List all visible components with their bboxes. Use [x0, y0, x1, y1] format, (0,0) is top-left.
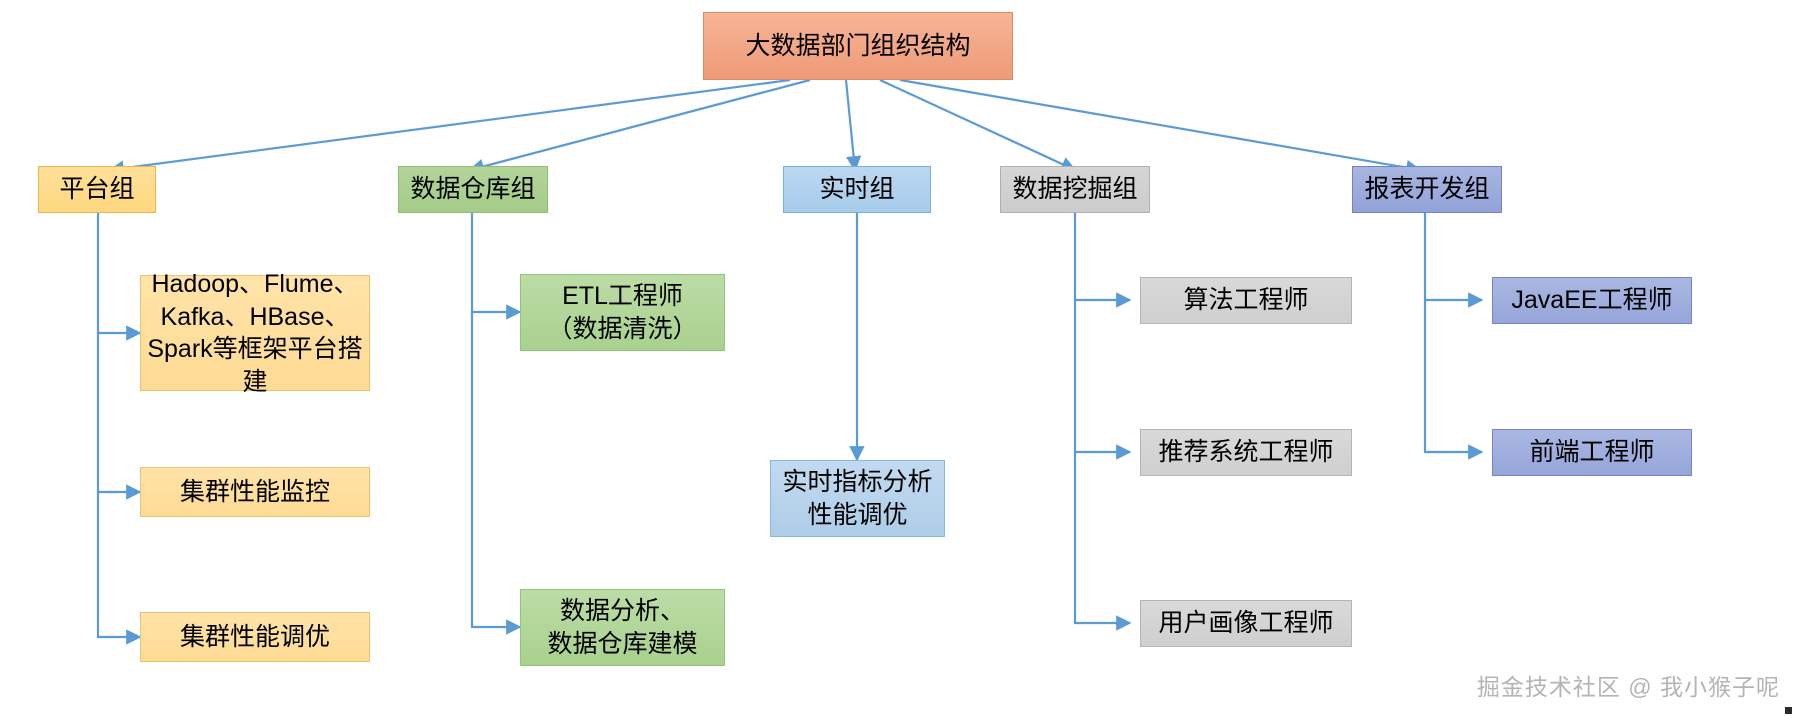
child-node-data-warehouse-1-label: ETL工程师 （数据清洗）: [547, 282, 698, 343]
child-node-data-mining-3-label: 用户画像工程师: [1158, 609, 1334, 638]
connector-root-to-platform: [108, 78, 791, 176]
group-node-data-warehouse-label: 数据仓库组: [410, 175, 536, 204]
watermark-text: 掘金技术社区 @ 我小猴子呢: [1476, 674, 1780, 700]
child-node-data-warehouse-2[interactable]: 数据分析、 数据仓库建模: [520, 589, 725, 666]
connector-root-to-datamining: [879, 79, 1077, 172]
child-node-report-dev-2-label: 前端工程师: [1529, 438, 1655, 467]
connector-root-to-realtime: [844, 79, 862, 172]
group-node-realtime-label: 实时组: [819, 175, 895, 204]
connector-datawarehouse-to-child-2: [470, 312, 522, 635]
root-node[interactable]: 大数据部门组织结构: [703, 12, 1013, 80]
child-node-platform-1-label: Hadoop、Flume、 Kafka、HBase、 Spark等框架平台搭建: [147, 270, 363, 396]
group-node-data-mining-label: 数据挖掘组: [1012, 175, 1138, 204]
child-node-data-mining-2[interactable]: 推荐系统工程师: [1140, 429, 1352, 476]
child-node-platform-1[interactable]: Hadoop、Flume、 Kafka、HBase、 Spark等框架平台搭建: [140, 270, 370, 396]
root-node-label: 大数据部门组织结构: [745, 31, 971, 60]
group-node-platform-label: 平台组: [59, 175, 135, 204]
child-node-realtime-1[interactable]: 实时指标分析 性能调优: [770, 460, 945, 537]
connector-root-to-datawarehouse: [468, 78, 811, 174]
connector-datawarehouse-to-child-1: [470, 211, 522, 320]
group-node-report-dev[interactable]: 报表开发组: [1352, 166, 1502, 213]
connector-root-to-reportdev: [899, 78, 1422, 176]
child-node-data-mining-2-label: 推荐系统工程师: [1158, 438, 1334, 467]
child-node-platform-2-label: 集群性能监控: [179, 477, 330, 506]
child-node-data-warehouse-2-label: 数据分析、 数据仓库建模: [547, 597, 698, 658]
corner-marker: [1785, 707, 1792, 714]
connector-datamining-to-child-3: [1073, 452, 1132, 631]
child-node-realtime-1-label: 实时指标分析 性能调优: [782, 468, 933, 529]
connector-reportdev-to-child-1: [1423, 211, 1484, 308]
connector-datamining-to-child-1: [1073, 211, 1132, 308]
child-node-data-mining-1-label: 算法工程师: [1183, 286, 1309, 315]
group-node-realtime[interactable]: 实时组: [783, 166, 931, 213]
group-node-data-mining[interactable]: 数据挖掘组: [1000, 166, 1150, 213]
group-node-data-warehouse[interactable]: 数据仓库组: [398, 166, 548, 213]
child-node-platform-2[interactable]: 集群性能监控: [140, 467, 370, 517]
child-node-platform-3[interactable]: 集群性能调优: [140, 612, 370, 662]
connector-platform-to-child-3: [96, 492, 142, 645]
child-node-report-dev-2[interactable]: 前端工程师: [1492, 429, 1692, 476]
child-node-data-warehouse-1[interactable]: ETL工程师 （数据清洗）: [520, 274, 725, 351]
child-node-data-mining-1[interactable]: 算法工程师: [1140, 277, 1352, 324]
child-node-platform-3-label: 集群性能调优: [179, 622, 330, 651]
child-node-report-dev-1-label: JavaEE工程师: [1511, 286, 1673, 315]
connector-reportdev-to-child-2: [1423, 300, 1484, 460]
child-node-data-mining-3[interactable]: 用户画像工程师: [1140, 600, 1352, 647]
connector-platform-to-child-1: [96, 211, 142, 341]
group-node-platform[interactable]: 平台组: [38, 166, 156, 213]
connector-platform-to-child-2: [96, 333, 142, 500]
group-node-report-dev-label: 报表开发组: [1364, 175, 1490, 204]
child-node-report-dev-1[interactable]: JavaEE工程师: [1492, 277, 1692, 324]
connector-datamining-to-child-2: [1073, 300, 1132, 460]
